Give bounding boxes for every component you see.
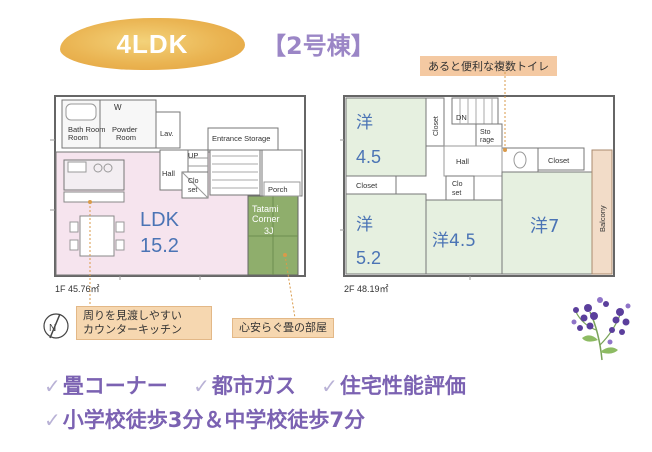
floor1-plan: Bath Room Room W Powder Room Lav. Entran… xyxy=(50,95,306,319)
f2-closet2-label: Closet xyxy=(548,156,570,165)
f1-tatami-size: 3J xyxy=(264,226,274,236)
svg-text:Corner: Corner xyxy=(252,214,280,224)
building-number: 【2号棟】 xyxy=(262,32,375,60)
f1-tatami-label: Tatami xyxy=(252,204,279,214)
svg-text:Room: Room xyxy=(68,133,88,142)
callout-toilet: あると便利な複数トイレ xyxy=(420,56,557,76)
f1-entrance-storage-label: Entrance Storage xyxy=(212,134,270,143)
f1-w-label: W xyxy=(114,103,122,112)
feature-item: ✓住宅性能評価 xyxy=(321,374,466,398)
svg-text:Room: Room xyxy=(116,133,136,142)
f1-ldk-size: 15.2 xyxy=(140,235,179,257)
svg-text:rage: rage xyxy=(480,137,494,144)
check-icon: ✓ xyxy=(44,408,61,432)
layout-badge: 4LDK xyxy=(116,29,189,59)
f2-western-a-label: 洋 xyxy=(356,113,373,133)
f1-porch-label: Porch xyxy=(268,185,288,194)
compass-icon: N xyxy=(43,313,69,339)
berry-illustration-icon xyxy=(571,297,631,361)
f2-closet-label: Closet xyxy=(356,181,378,190)
f2-western-a-size: 4.5 xyxy=(356,147,381,167)
floor2-plan: 洋 4.5 洋 5.2 洋4.5 洋7 Closet Closet Closet… xyxy=(340,72,615,294)
f2-storage-label: Sto xyxy=(480,129,491,136)
callout-kitchen: 周りを見渡しやすい カウンターキッチン xyxy=(76,306,212,340)
f2-area-label: 2F 48.19㎡ xyxy=(344,284,389,294)
title-badge-background xyxy=(60,18,245,70)
check-icon: ✓ xyxy=(321,374,338,398)
f2-western-c-label: 洋4.5 xyxy=(432,231,476,251)
f1-ldk-label: LDK xyxy=(140,209,180,231)
f2-western-b-size: 5.2 xyxy=(356,248,381,268)
f2-hall-label: Hall xyxy=(456,157,469,166)
f2-clo-set-label: Clo xyxy=(452,181,463,188)
f2-balcony-label: Balcony xyxy=(598,205,607,232)
check-icon: ✓ xyxy=(44,374,61,398)
f1-area-label: 1F 45.76㎡ xyxy=(55,284,100,294)
f1-bath-label: Bath Room xyxy=(68,125,106,134)
f1-powder-label: Powder xyxy=(112,125,138,134)
check-icon: ✓ xyxy=(193,374,210,398)
callout-tatami: 心安らぐ畳の部屋 xyxy=(232,318,334,338)
svg-text:set: set xyxy=(188,187,197,194)
f2-western-d-label: 洋7 xyxy=(530,216,559,237)
feature-item: ✓都市ガス xyxy=(193,374,296,398)
f2-dn-label: DN xyxy=(456,113,467,122)
f2-closet-vertical-label: Closet xyxy=(433,116,440,136)
compass-label: N xyxy=(49,323,56,334)
f1-up-label: UP xyxy=(188,151,198,160)
f1-closet-label: Clo xyxy=(188,178,199,185)
f1-hall-label: Hall xyxy=(162,169,175,178)
feature-item: ✓畳コーナー xyxy=(44,374,168,398)
f1-lav-label: Lav. xyxy=(160,129,174,138)
f2-western-b-label: 洋 xyxy=(356,215,373,235)
features-line-2: ✓小学校徒歩3分＆中学校徒歩7分 xyxy=(44,404,383,434)
feature-item: ✓小学校徒歩3分＆中学校徒歩7分 xyxy=(44,408,365,432)
features-line-1: ✓畳コーナー ✓都市ガス ✓住宅性能評価 xyxy=(44,370,484,400)
svg-text:set: set xyxy=(452,190,461,197)
